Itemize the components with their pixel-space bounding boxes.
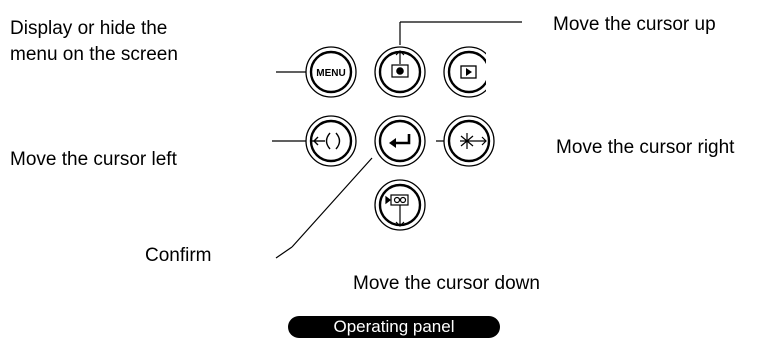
label-display-line1: Display or hide the [10,18,168,39]
video-down-arrow-icon [385,194,409,227]
label-cursor-up: Move the cursor up [553,14,716,35]
bracket-left-arrow-icon [312,132,341,150]
leader-confirm-2 [275,246,293,259]
label-display-menu: Display or hide the menu on the screen [10,16,250,68]
label-confirm: Confirm [145,245,212,266]
camera-up-arrow-icon [391,50,409,78]
left-button[interactable] [305,115,357,167]
label-cursor-down: Move the cursor down [353,273,540,294]
confirm-button[interactable] [374,115,426,167]
operating-panel-caption: Operating panel [288,316,500,338]
enter-return-icon [389,134,411,148]
down-button[interactable] [374,179,426,231]
label-cursor-right: Move the cursor right [556,137,735,158]
menu-button-label: MENU [316,68,345,79]
menu-button[interactable]: MENU [305,46,357,98]
label-display-line2: menu on the screen [10,44,178,65]
label-cursor-left: Move the cursor left [10,149,177,170]
playback-button[interactable] [443,44,516,100]
leader-confirm-1 [291,157,373,248]
snowflake-right-arrow-icon [460,133,487,149]
right-button[interactable] [443,115,495,167]
play-triangle-icon [460,65,477,79]
up-button[interactable] [374,46,426,98]
